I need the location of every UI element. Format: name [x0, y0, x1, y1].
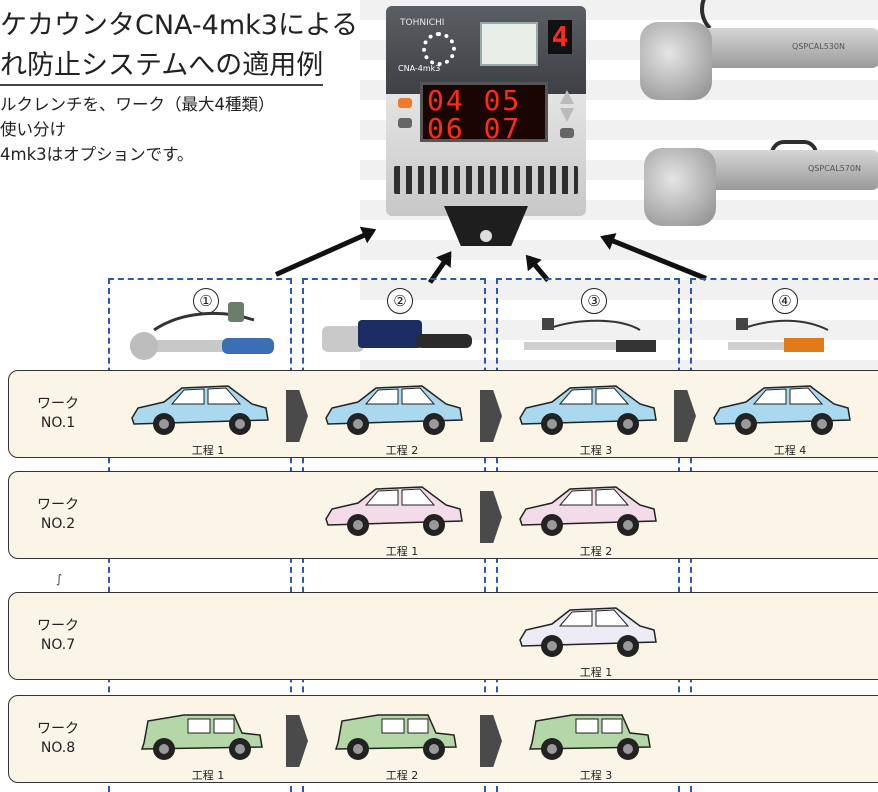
car-icon — [512, 600, 662, 662]
work-label: ワーク NO.1 — [23, 395, 93, 433]
lower-wrench-label: QSPCAL570N — [808, 164, 861, 173]
device-orange-button — [398, 98, 412, 108]
upper-wrench-body: QSPCAL530N — [680, 28, 878, 68]
torque-wrench-1-icon — [130, 302, 274, 360]
description: ルクレンチを、ワーク（最大4種類） 使い分け 4mk3はオプションです。 — [0, 92, 275, 167]
work-label-line-2: NO.1 — [40, 415, 76, 431]
flow-arrow-icon — [480, 390, 502, 442]
car-icon — [706, 378, 856, 440]
description-line-2: 使い分け — [0, 120, 66, 139]
torque-wrench-3-icon — [524, 318, 656, 352]
upper-wrench-head — [640, 22, 712, 100]
step-label: 工程 1 — [385, 545, 419, 558]
work-label-line-1: ワーク — [37, 396, 79, 412]
lane-2-number: ② — [387, 288, 413, 314]
work-label-line-1: ワーク — [37, 618, 79, 634]
display-row-2: 06 07 — [427, 112, 522, 145]
step-label: 工程 2 — [579, 545, 613, 558]
flow-arrow-icon — [480, 491, 502, 543]
device-sensor-icon — [422, 32, 456, 66]
page-title: ケカウンタCNA-4mk3による れ防止システムへの適用例 — [0, 6, 358, 86]
lane-1-top — [108, 278, 292, 280]
display-row-1: 04 05 — [427, 84, 522, 117]
work-label-line-2: NO.8 — [40, 740, 76, 756]
lane-3-top — [496, 278, 680, 280]
device-side-button — [560, 128, 574, 138]
car-icon — [318, 378, 468, 440]
device-gray-button — [398, 118, 412, 128]
torque-wrench-4-icon — [728, 318, 829, 352]
flow-arrow-icon — [674, 390, 696, 442]
car-icon — [124, 378, 274, 440]
step-label: 工程 2 — [385, 769, 419, 782]
description-line-1: ルクレンチを、ワーク（最大4種類） — [0, 95, 275, 114]
flow-arrow-icon — [286, 715, 308, 767]
step-label: 工程 3 — [579, 769, 613, 782]
work-label-line-1: ワーク — [37, 721, 79, 737]
title-line-2: れ防止システムへの適用例 — [0, 48, 324, 86]
step-label: 工程 2 — [385, 444, 419, 457]
lower-wrench-head — [644, 148, 716, 226]
work-label: ワーク NO.7 — [23, 617, 93, 655]
mount-hole — [480, 230, 492, 242]
lane-3-number: ③ — [581, 288, 607, 314]
car-icon — [512, 703, 662, 765]
upper-wrench-label: QSPCAL530N — [792, 42, 845, 51]
work-label: ワーク NO.2 — [23, 496, 93, 534]
device-brand: TOHNICHI — [400, 18, 445, 28]
step-label: 工程 1 — [191, 444, 225, 457]
flow-arrow-icon — [480, 715, 502, 767]
car-icon — [318, 703, 468, 765]
device-work-number: 4 — [548, 20, 572, 54]
car-icon — [512, 479, 662, 541]
work-label-line-2: NO.7 — [40, 637, 76, 653]
flow-arrow-icon — [286, 390, 308, 442]
device-model: CNA-4mk3 — [398, 64, 441, 73]
work-label: ワーク NO.8 — [23, 720, 93, 758]
device-terminal-block — [394, 166, 578, 194]
upper-wrench-cord — [700, 0, 878, 38]
step-label: 工程 4 — [773, 444, 807, 457]
ellipsis-mark: ∫ — [56, 572, 63, 586]
car-icon — [512, 378, 662, 440]
car-icon — [124, 703, 274, 765]
car-icon — [318, 479, 468, 541]
lane-2-top — [302, 278, 486, 280]
lane-4-number: ④ — [772, 288, 798, 314]
counter-device: TOHNICHI 4 CNA-4mk3 04 05 06 07 — [386, 6, 586, 246]
work-row-7: ワーク NO.7 — [8, 592, 878, 680]
lane-1-number: ① — [193, 288, 219, 314]
lane-4-top — [690, 278, 878, 280]
step-label: 工程 1 — [191, 769, 225, 782]
step-label: 工程 3 — [579, 444, 613, 457]
device-lcd — [480, 22, 538, 66]
work-label-line-2: NO.2 — [40, 516, 76, 532]
description-line-3: 4mk3はオプションです。 — [0, 145, 194, 164]
work-label-line-1: ワーク — [37, 497, 79, 513]
step-label: 工程 1 — [579, 666, 613, 679]
lower-wrench-body: QSPCAL570N — [690, 150, 878, 190]
title-line-1: ケカウンタCNA-4mk3による — [0, 10, 359, 41]
torque-wrench-2-icon — [322, 320, 472, 352]
device-count-display: 04 05 06 07 — [420, 82, 548, 145]
